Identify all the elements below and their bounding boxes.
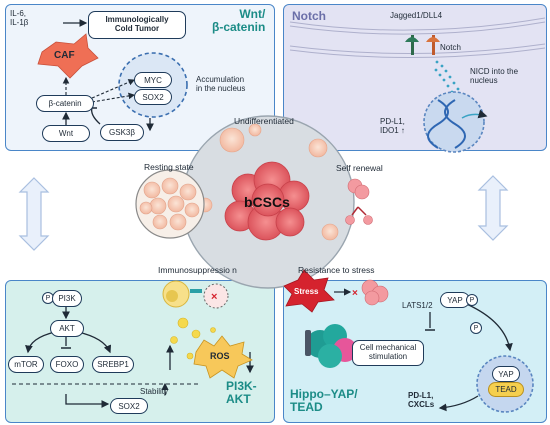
- mechanical-stimulation-box: Cell mechanical stimulation: [352, 340, 424, 366]
- caf-cell-icon: [37, 33, 99, 79]
- pi3k-pill: PI3K: [52, 290, 82, 307]
- myc-pill: MYC: [134, 72, 172, 88]
- caf-label: CAF: [54, 50, 75, 61]
- resting-state-label: Resting state: [144, 162, 194, 172]
- bcsc-cluster-icon: [224, 161, 310, 241]
- sox2-pill: SOX2: [134, 89, 172, 105]
- resistant-cell-icon: [361, 279, 389, 306]
- wnt-panel-title: Wnt/ β-catenin: [212, 7, 266, 34]
- ros-label: ROS: [210, 351, 230, 361]
- pi3k-panel-title: PI3K- AKT: [226, 379, 257, 406]
- p-badge-yap: P: [466, 294, 478, 306]
- accumulation-label: Accumulation in the nucleus: [196, 75, 246, 93]
- immune-cell-icon: ×: [162, 280, 229, 309]
- notch-targets-label: PD-L1, IDO1 ↑: [380, 117, 405, 135]
- wnt-pill: Wnt: [42, 125, 90, 142]
- cold-tumor-box: Immunologically Cold Tumor: [88, 11, 186, 39]
- notch-receptor-icon: [426, 35, 440, 55]
- foxo-pill: FOXO: [50, 356, 84, 373]
- svg-text:×: ×: [211, 291, 217, 303]
- mtor-pill: mTOR: [8, 356, 44, 373]
- lats-label: LATS1/2: [402, 301, 433, 310]
- dna-icon: [427, 99, 466, 149]
- resistance-label: Resistance to stress: [298, 265, 375, 275]
- akt-pill: AKT: [50, 320, 84, 337]
- svg-text:×: ×: [352, 288, 358, 299]
- notch-receptor-label: Notch: [440, 43, 461, 52]
- self-renewal-label: Self renewal: [336, 163, 383, 173]
- bcsc-title: bCSCs: [244, 194, 290, 210]
- gsk3b-pill: GSK3β: [100, 124, 144, 141]
- left-double-arrow-icon: [18, 177, 50, 251]
- p-badge-free: P: [470, 322, 482, 334]
- srebp1-pill: SREBP1: [92, 356, 134, 373]
- yap-nucleus-pill: YAP: [492, 366, 520, 382]
- jagged-ligand-icon: [405, 35, 419, 55]
- right-double-arrow-icon: [477, 175, 509, 241]
- stress-burst-icon: [283, 269, 335, 313]
- stress-label: Stress: [294, 287, 319, 296]
- beta-catenin-pill: β-catenin: [36, 95, 94, 112]
- notch-panel-title: Notch: [292, 9, 326, 23]
- jagged-label: Jagged1/DLL4: [390, 11, 443, 20]
- ros-burst-icon: [193, 335, 253, 379]
- pi3k-sox2-pill: SOX2: [110, 398, 148, 414]
- cell-cluster-hippo-icon: [305, 324, 357, 368]
- tead-pill: TEAD: [488, 382, 524, 397]
- stability-label: Stability: [140, 387, 169, 396]
- hippo-panel-title: Hippo–YAP/ TEAD: [290, 387, 358, 414]
- self-renewal-icon: [345, 178, 373, 225]
- notch-nucleus: [423, 91, 485, 153]
- nicd-label: NICD into the nucleus: [470, 67, 519, 85]
- notch-membrane-lower: [289, 43, 546, 55]
- background-cells: [197, 123, 339, 241]
- il-label: IL-6, IL-1β: [10, 9, 29, 27]
- undifferentiated-label: Undifferentiated: [234, 116, 294, 126]
- notch-membrane-upper: [289, 17, 546, 31]
- hippo-targets-label: PD-L1, CXCLs: [408, 391, 435, 409]
- immunosuppression-label: Immunosuppressio n: [158, 265, 237, 275]
